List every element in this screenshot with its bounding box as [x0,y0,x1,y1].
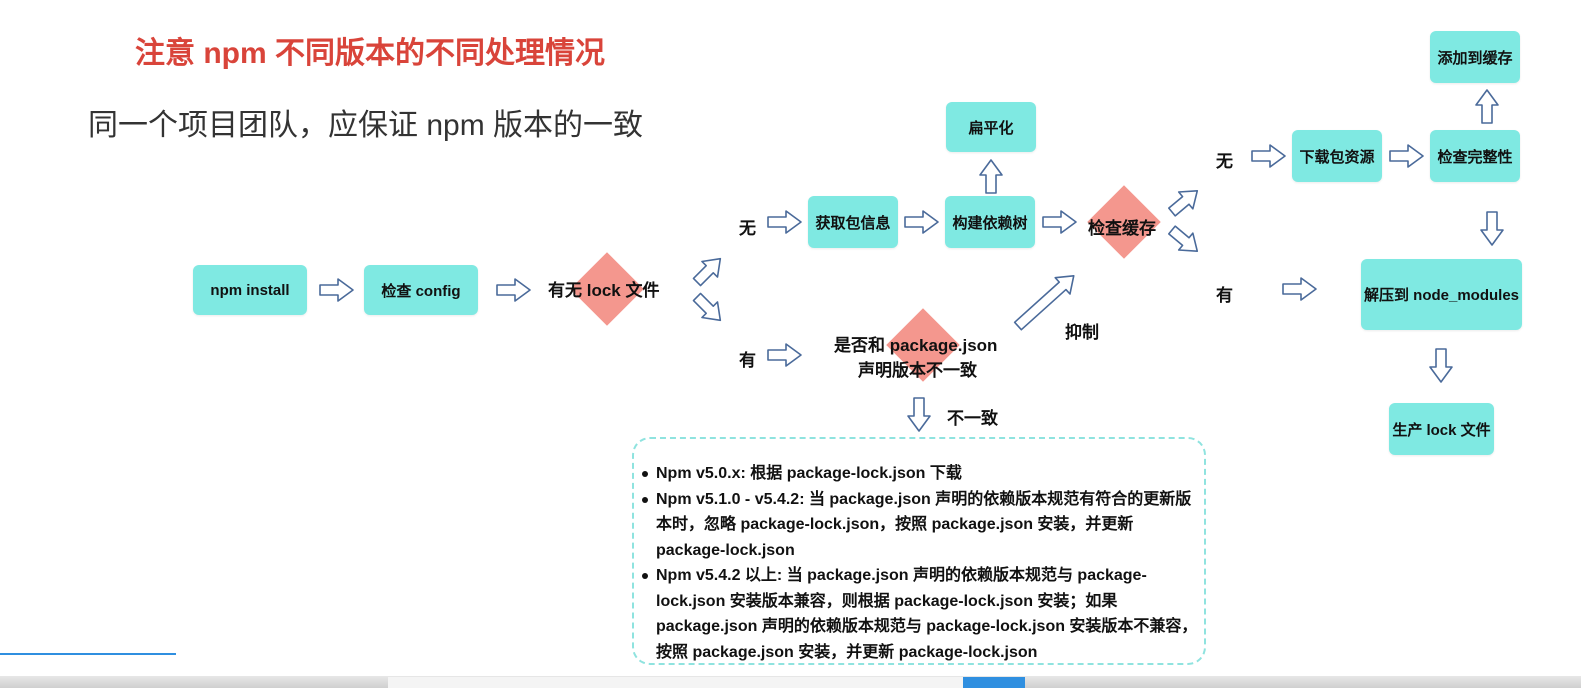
version-notes-panel: Npm v5.0.x: 根据 package-lock.json 下载 Npm … [632,437,1206,665]
arrow-up-right-icon [1164,181,1206,222]
version-note-text: Npm v5.0.x: 根据 package-lock.json 下载 [656,465,962,482]
suppress-label: 抑制 [1065,323,1099,342]
bullet-icon [642,573,648,579]
bullet-icon [642,496,648,503]
version-note-item: Npm v5.0.x: 根据 package-lock.json 下载 [640,461,1198,487]
slide-title: 注意 npm 不同版本的不同处理情况 [135,37,605,70]
add-to-cache-box: 添加到缓存 [1430,31,1520,83]
cache-miss-label: 无 [1216,152,1233,171]
generate-lock-file-box: 生产 lock 文件 [1389,403,1494,455]
arrow-right-icon [1282,277,1317,301]
version-note-text: Npm v5.4.2 以上: 当 package.json 声明的依赖版本规范与… [656,567,1198,661]
version-note-text: Npm v5.1.0 - v5.4.2: 当 package.json 声明的依… [656,490,1192,559]
arrow-right-icon [767,210,802,234]
arrow-down-icon [1429,348,1453,383]
arrow-down-right-icon [1164,220,1206,261]
arrow-right-icon [319,278,354,302]
version-notes-list: Npm v5.0.x: 根据 package-lock.json 下载 Npm … [640,461,1198,665]
package-json-decision-line1: 是否和 package.json [834,336,998,355]
arrow-up-icon [979,159,1003,194]
slide-subtitle: 同一个项目团队，应保证 npm 版本的一致 [88,109,644,142]
arrow-down-icon [907,397,931,432]
no-lock-label: 无 [739,219,756,238]
flatten-box: 扁平化 [946,102,1036,152]
arrow-right-icon [1251,144,1286,168]
check-integrity-box: 检查完整性 [1430,130,1520,182]
lock-decision-label: 有无 lock 文件 [548,281,660,300]
arrow-up-right-icon [688,250,729,291]
build-dependency-tree-box: 构建依赖树 [945,196,1035,248]
progress-line [0,653,176,655]
has-lock-label: 有 [739,351,756,370]
unzip-to-node-modules-box: 解压到 node_modules [1361,259,1522,330]
arrow-right-icon [1389,144,1424,168]
download-package-box: 下载包资源 [1292,130,1382,182]
player-bar-segment [388,677,963,688]
bullet-icon [642,471,648,477]
npm-install-box: npm install [193,265,307,315]
arrow-up-icon [1475,89,1499,124]
arrow-right-icon [496,278,531,302]
check-config-box: 检查 config [364,265,478,315]
arrow-down-icon [1480,211,1504,246]
package-json-decision-line2: 声明版本不一致 [858,361,977,380]
get-package-info-box: 获取包信息 [808,196,898,248]
version-note-item: Npm v5.1.0 - v5.4.2: 当 package.json 声明的依… [640,487,1198,564]
suppress-arrow-icon [1013,275,1075,331]
cache-decision-label: 检查缓存 [1088,219,1156,238]
arrow-down-right-icon [688,288,729,329]
cache-hit-label: 有 [1216,286,1233,305]
player-bar-highlight[interactable] [963,677,1025,688]
version-note-item: Npm v5.4.2 以上: 当 package.json 声明的依赖版本规范与… [640,563,1198,665]
arrow-right-icon [767,343,802,367]
inconsistent-label: 不一致 [947,409,998,428]
arrow-right-icon [1042,210,1077,234]
arrow-right-icon [904,210,939,234]
